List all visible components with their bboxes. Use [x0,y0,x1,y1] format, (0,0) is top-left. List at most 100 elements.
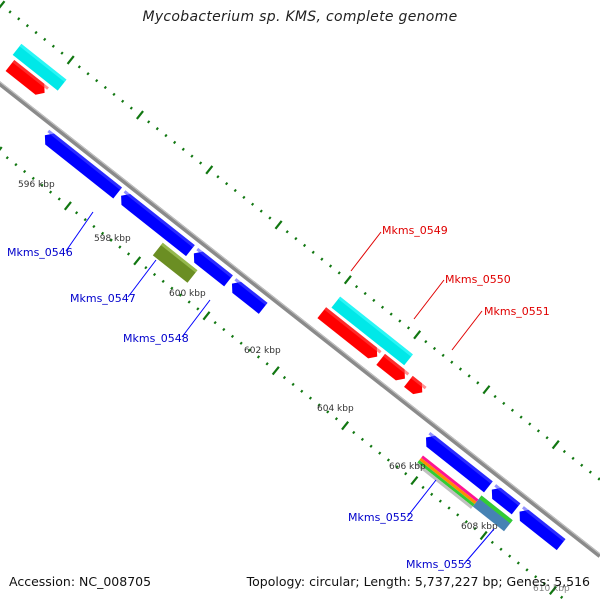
major-tick [479,530,488,541]
minor-tick [447,506,451,510]
minor-tick [588,470,592,474]
gene-label-mkms-0550[interactable]: Mkms_0550 [445,273,511,286]
kbp-label-600: 600 kbp [169,289,206,299]
minor-tick [129,106,133,110]
feature-highlight [47,129,122,190]
feature-band[interactable] [421,455,479,502]
minor-tick [259,209,263,213]
gene-label-mkms-0546[interactable]: Mkms_0546 [7,246,73,259]
gene-label-mkms-0549[interactable]: Mkms_0549 [382,224,448,237]
feature-band[interactable] [479,495,513,524]
minor-tick [285,230,289,234]
feature-mkms-0547[interactable] [152,242,198,283]
minor-tick [458,367,463,371]
major-tick [0,146,3,151]
minor-tick [23,169,27,174]
feature-highlight [19,43,67,82]
feature-highlight [324,307,382,354]
minor-tick [525,568,529,572]
feature-band[interactable] [419,457,477,505]
minor-tick [40,183,44,187]
major-tick [274,220,283,230]
minor-tick [178,293,183,297]
gene-label-mkms-0548[interactable]: Mkms_0548 [123,332,189,345]
minor-tick [43,37,47,42]
minor-tick [155,127,159,131]
feature-mkms-0546[interactable] [44,133,122,199]
minor-tick [502,401,506,406]
feature-mkms-0550[interactable] [317,307,378,359]
leader-line-mkms-0548 [181,299,211,338]
minor-tick [25,24,29,28]
feature-mkms-0548[interactable] [193,251,233,287]
minor-tick [380,305,385,309]
major-tick [205,165,214,175]
minor-tick [534,575,538,579]
minor-tick [57,197,61,201]
minor-tick [450,360,454,364]
feature-cds[interactable] [5,59,45,95]
feature-band[interactable] [472,495,513,532]
gene-label-mkms-0551[interactable]: Mkms_0551 [484,305,550,318]
feature-cds[interactable] [231,281,268,314]
minor-tick [8,10,12,14]
feature-highlight [234,278,268,306]
minor-tick [34,30,38,35]
minor-tick [308,396,313,400]
minor-tick [230,334,235,338]
minor-tick [562,449,566,454]
minor-tick [378,451,382,455]
feature-band[interactable] [417,460,475,507]
minor-tick [432,346,437,351]
minor-tick [83,217,87,222]
gene-label-mkms-0553[interactable]: Mkms_0553 [406,558,472,571]
minor-tick [580,463,584,467]
minor-tick [406,326,411,330]
kbp-label-598: 598 kbp [94,234,131,244]
leader-line-mkms-0550 [413,279,445,320]
feature-cds[interactable] [425,435,493,493]
feature-highlight [338,296,413,357]
minor-tick [100,231,105,235]
minor-tick [181,147,185,151]
map-title: Mycobacterium sp. KMS, complete genome [142,9,458,25]
minor-tick [302,243,307,248]
minor-tick [456,513,460,517]
major-tick [202,311,211,321]
minor-tick [190,154,194,158]
gene-label-mkms-0547[interactable]: Mkms_0547 [70,292,136,305]
outer-tick-track [0,0,600,481]
feature-highlight [12,59,49,90]
feature-cds[interactable] [121,193,195,257]
gene-label-mkms-0552[interactable]: Mkms_0552 [348,511,414,524]
feature-mkms-0549[interactable] [331,296,413,366]
minor-tick [213,320,217,325]
minor-tick [337,271,341,275]
minor-tick [560,595,564,599]
minor-tick [369,444,373,448]
feature-band[interactable] [415,462,473,509]
major-tick [66,55,75,65]
minor-tick [386,458,390,462]
major-tick [63,201,72,211]
minor-tick [268,216,272,220]
feature-cds[interactable] [491,487,521,515]
feature-highlight [428,431,493,484]
minor-tick [476,381,480,385]
minor-tick [334,417,339,421]
minor-tick [571,456,575,460]
minor-tick [103,85,107,90]
minor-tick [121,99,125,103]
feature-cds[interactable] [376,353,405,381]
feature-cds[interactable] [12,43,67,91]
major-tick [548,585,557,596]
genome-summary-text: Topology: circular; Length: 5,737,227 bp… [246,574,590,589]
inner-tick-track [0,146,564,599]
minor-tick [5,156,9,160]
minor-tick [510,408,515,412]
feature-cds[interactable] [519,509,566,551]
minor-tick [372,298,376,303]
minor-tick [118,245,122,249]
minor-tick [216,175,220,179]
minor-tick [320,257,324,261]
